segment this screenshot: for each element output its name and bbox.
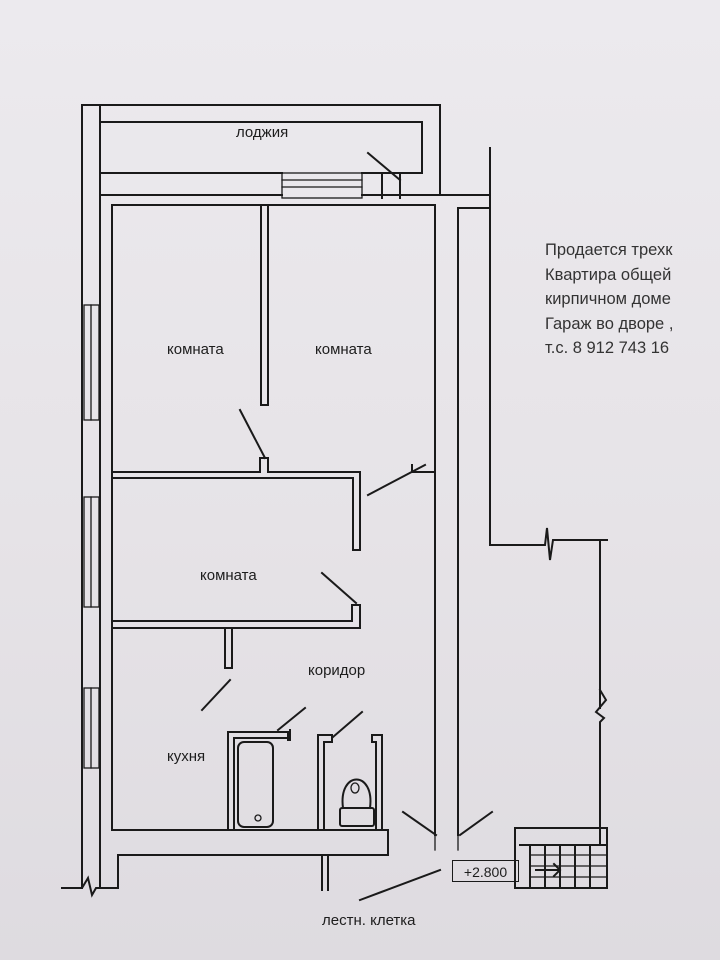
top-inner-wall <box>99 147 491 209</box>
toilet <box>339 778 375 827</box>
advert-line: Продается трехк <box>545 241 673 259</box>
lower-middle-wall <box>111 571 361 629</box>
left-outer-wall <box>81 104 113 889</box>
stair-leader <box>358 868 442 902</box>
door-swing <box>366 463 427 497</box>
right-inner-wall <box>434 204 459 836</box>
bottom-wall <box>61 829 389 898</box>
window <box>83 687 100 769</box>
kitchen-partition <box>200 627 233 712</box>
corridor-label: коридор <box>308 662 366 679</box>
toilet-room <box>317 710 383 831</box>
room-label: комната <box>167 341 224 358</box>
door-swing <box>320 571 358 605</box>
middle-wall <box>111 457 436 551</box>
balcony-door <box>366 151 402 199</box>
entry-door-swing <box>401 810 438 837</box>
kitchen-label: кухня <box>167 748 206 765</box>
room-label: комната <box>315 341 372 358</box>
advert-line: Квартира общей <box>545 265 672 284</box>
balcony-window <box>281 172 363 199</box>
advert-line: т.с. 8 912 743 16 <box>545 339 670 357</box>
window <box>83 304 100 421</box>
entry-door-swing <box>458 810 494 837</box>
advert-line: Гараж во дворе , <box>545 314 674 333</box>
partition-wall <box>260 204 269 406</box>
loggia-label: лоджия <box>236 124 289 141</box>
door-swing <box>238 408 267 460</box>
level-mark: +2.800 <box>452 860 519 882</box>
stairwell-label: лестн. клетка <box>322 912 416 929</box>
bathtub <box>237 741 274 828</box>
stairwell-outline <box>489 147 608 846</box>
advert-line: кирпичном доме <box>545 290 671 308</box>
loggia-outline <box>81 104 441 196</box>
stairs <box>514 827 608 889</box>
bathroom <box>227 706 307 831</box>
window <box>83 496 100 608</box>
room-label: комната <box>200 567 257 584</box>
advert-text: Продается трехк Квартира общей кирпичном… <box>545 238 720 361</box>
